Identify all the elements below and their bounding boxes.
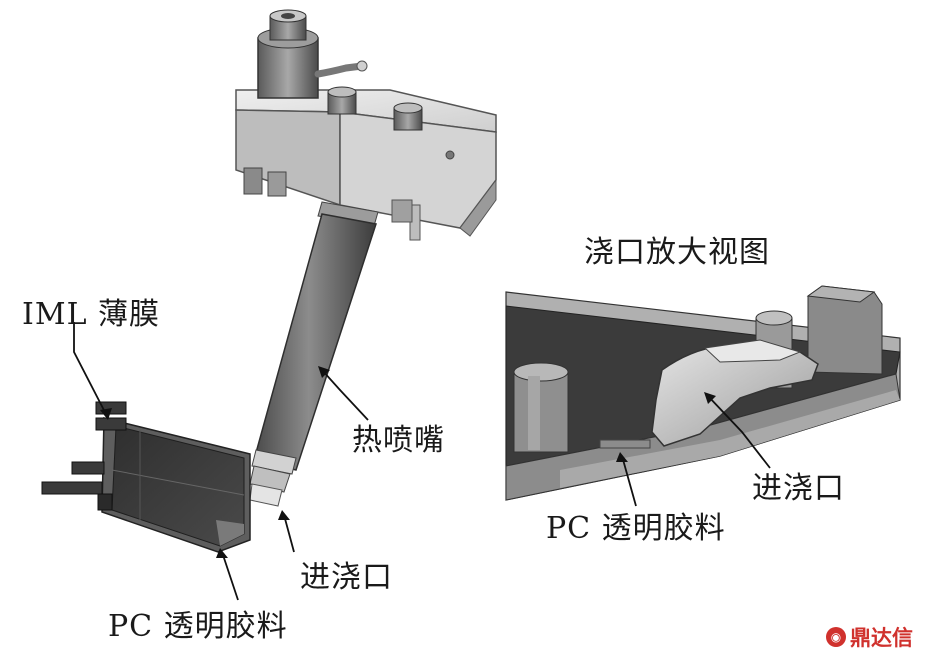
hot-nozzle xyxy=(249,201,379,507)
label-hot-nozzle: 热喷嘴 xyxy=(352,423,445,458)
watermark-logo: ◉ 鼎达信 xyxy=(826,622,913,652)
label-pc-left: PC 透明胶料 xyxy=(108,609,288,644)
label-gate-left: 进浇口 xyxy=(300,560,393,595)
label-gate-right: 进浇口 xyxy=(752,471,845,506)
watermark-text: 鼎达信 xyxy=(850,626,913,650)
actuator-cylinder xyxy=(257,9,368,99)
label-zoom-title: 浇口放大视图 xyxy=(584,235,770,270)
label-iml-film: IML 薄膜 xyxy=(22,297,161,332)
hot-runner-manifold xyxy=(235,89,497,241)
nozzle-fittings xyxy=(327,86,423,131)
gate-zoom-view xyxy=(505,285,901,501)
pc-part-left xyxy=(41,401,251,553)
label-pc-right: PC 透明胶料 xyxy=(546,511,726,546)
leader-lines-left xyxy=(73,322,369,601)
watermark-icon: ◉ xyxy=(826,627,846,647)
leader-arrowheads-right xyxy=(616,392,716,462)
leader-lines-right xyxy=(621,395,771,507)
leader-arrowheads-left xyxy=(100,366,330,558)
